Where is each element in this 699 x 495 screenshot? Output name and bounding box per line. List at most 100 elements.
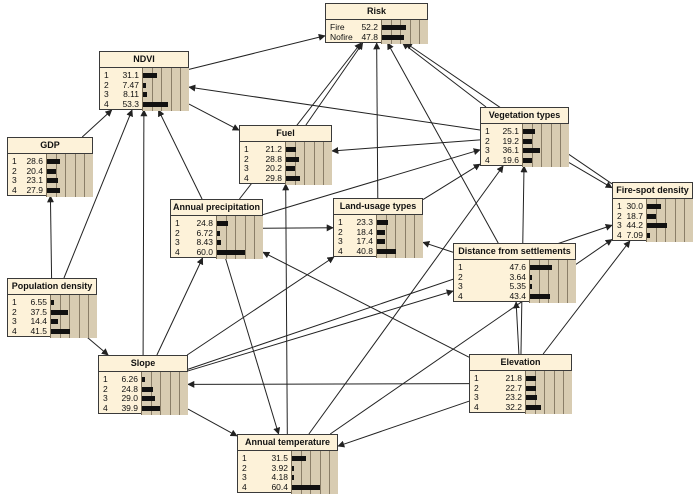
probability-bar [143, 73, 158, 78]
probability-bar [526, 376, 537, 381]
state-label: 4 [175, 246, 180, 257]
grid-line [329, 451, 330, 494]
state-label: 2 [474, 382, 479, 393]
grid-line [69, 295, 70, 338]
edge-population-density-to-gdp [47, 195, 55, 279]
probability-bar [292, 456, 307, 461]
state-label: 2 [338, 226, 343, 237]
edge-gdp-to-ndvi [81, 109, 113, 138]
probability-bar [143, 101, 168, 107]
state-label: 2 [12, 165, 17, 176]
state-label: 2 [104, 79, 109, 90]
grid-line [320, 451, 321, 494]
probability-bar [47, 187, 60, 193]
edge-elevation-to-annual-precipitation [262, 251, 470, 358]
probability-bar [217, 221, 229, 226]
grid-line [532, 124, 533, 167]
node-title: NDVI [100, 52, 188, 68]
state-label: 4 [242, 481, 247, 492]
state-label: 2 [242, 462, 247, 473]
grid-line [179, 372, 180, 415]
state-label: 3 [244, 163, 249, 173]
edge-elevation-to-annual-temperature [337, 400, 470, 448]
state-label: 4 [103, 402, 108, 413]
state-probability: 22.7 [505, 382, 522, 393]
grid-line [323, 142, 324, 185]
probability-bar [143, 92, 147, 97]
probability-bar [143, 82, 147, 88]
probability-bar [377, 248, 396, 254]
edge-fuel-to-risk [305, 42, 364, 126]
edge-slope-to-ndvi [140, 109, 148, 356]
state-probability: 6.72 [196, 227, 213, 238]
node-title: Annual temperature [238, 435, 337, 451]
node-title: Land-usage types [334, 199, 422, 215]
grid-line [400, 20, 401, 44]
edge-slope-to-annual-precipitation [156, 257, 204, 356]
probability-bar [530, 293, 550, 299]
bar-panel [50, 295, 97, 338]
grid-line [56, 154, 57, 197]
grid-line [551, 124, 552, 167]
bar-panel [381, 20, 428, 44]
probability-bar [377, 220, 388, 225]
probability-bar [286, 147, 296, 152]
state-label: 4 [12, 184, 17, 195]
edge-vegetation-types-to-risk [402, 42, 487, 108]
edge-slope-to-distance-from-settlements [187, 289, 454, 372]
grid-line [79, 295, 80, 338]
probability-bar [142, 386, 154, 392]
state-label: 4 [104, 98, 109, 109]
state-label: 4 [244, 172, 249, 183]
grid-line [152, 68, 153, 111]
state-probability: 18.7 [626, 210, 643, 221]
state-label: 2 [617, 210, 622, 221]
grid-line [235, 216, 236, 259]
probability-bar [51, 309, 69, 315]
grid-line [656, 199, 657, 242]
node-title: Elevation [470, 355, 571, 371]
grid-line [170, 372, 171, 415]
grid-line [405, 215, 406, 258]
edge-ndvi-to-risk [188, 33, 326, 70]
probability-bar [382, 25, 406, 30]
state-label: 1 [175, 218, 180, 228]
probability-bar [526, 404, 541, 410]
state-label: 3 [103, 393, 108, 403]
state-probability: 7.09 [626, 229, 643, 240]
probability-bar [530, 284, 533, 289]
grid-line [563, 371, 564, 414]
state-label: 2 [103, 383, 108, 394]
probability-bar [292, 475, 294, 480]
node-title: Fuel [240, 126, 331, 142]
state-probability: 40.8 [356, 245, 373, 256]
